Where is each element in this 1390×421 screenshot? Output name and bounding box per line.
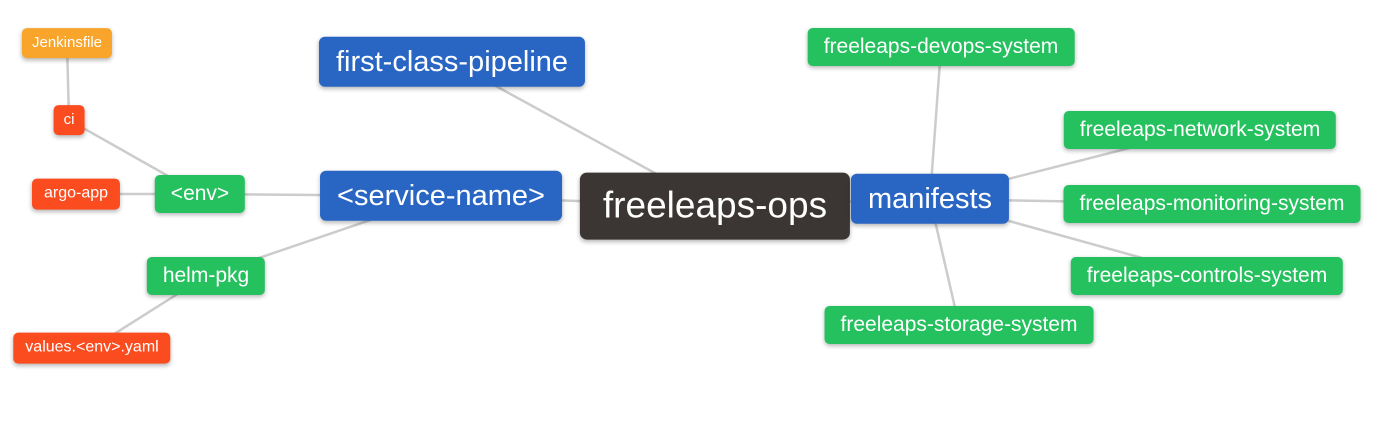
- node-freeleaps-controls-system[interactable]: freeleaps-controls-system: [1070, 256, 1344, 296]
- node-freeleaps-ops[interactable]: freeleaps-ops: [579, 172, 851, 240]
- node-freeleaps-network-system[interactable]: freeleaps-network-system: [1063, 110, 1337, 150]
- node-env[interactable]: <env>: [154, 174, 246, 214]
- node-service-name[interactable]: <service-name>: [320, 170, 562, 222]
- edge-manifests-devops-system: [928, 45, 943, 201]
- node-first-class-pipeline[interactable]: first-class-pipeline: [318, 36, 586, 88]
- node-ci[interactable]: ci: [53, 105, 85, 135]
- node-helm-pkg[interactable]: helm-pkg: [146, 256, 266, 296]
- node-values-env-yaml[interactable]: values.<env>.yaml: [13, 332, 171, 364]
- node-manifests[interactable]: manifests: [850, 173, 1010, 225]
- node-argo-app[interactable]: argo-app: [31, 178, 121, 210]
- node-freeleaps-storage-system[interactable]: freeleaps-storage-system: [824, 305, 1094, 345]
- node-jenkinsfile[interactable]: Jenkinsfile: [21, 28, 113, 58]
- node-freeleaps-devops-system[interactable]: freeleaps-devops-system: [807, 27, 1075, 67]
- node-freeleaps-monitoring-system[interactable]: freeleaps-monitoring-system: [1063, 184, 1361, 224]
